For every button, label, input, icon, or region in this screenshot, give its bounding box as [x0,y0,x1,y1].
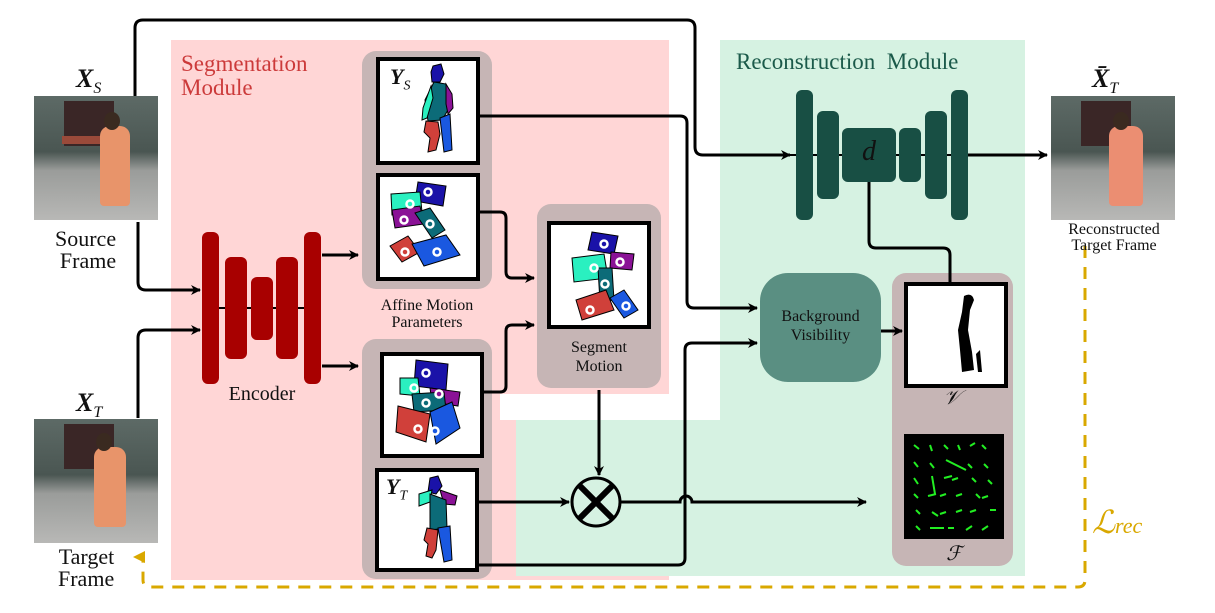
visibility-mask-silhouette [958,294,982,372]
target-affine-to-motion-arrow [484,320,535,394]
reconstructed-frame-image [1051,96,1175,220]
target-caption-line1: Target [58,544,115,569]
source-mask-label-sub: S [403,78,411,94]
target-affine-grids [395,359,461,445]
segmentation-title-line2: Module [181,75,253,100]
output-caption-line2: Target Frame [1071,237,1157,254]
decoder-block [790,90,968,220]
background-label-line1: Background [781,308,860,325]
source-caption-line2: Frame [59,248,117,273]
source-to-encoder-arrow [136,222,201,295]
decoder-layer-6 [951,90,968,220]
flow-symbol: ℱ [946,543,962,565]
target-segmentation-mask [418,475,458,563]
loss-symbol: ℒ [1092,504,1116,540]
background-visibility-block [760,273,881,382]
encoder-layer-1 [202,232,219,384]
segmentation-title: Segmentation Module [181,52,307,100]
segmentation-title-line1: Segmentation [181,51,308,76]
background-visibility-label: Background Visibility [760,307,881,345]
source-to-decoder-arrow [133,18,791,160]
decoder-layer-2 [817,111,839,199]
bottleneck-to-visibility-line [867,182,952,282]
affine-label-line1: Affine Motion [380,297,474,314]
encoder-layer-5 [304,232,321,384]
visibility-box [904,282,1008,388]
source-symbol: XS [76,66,101,97]
source-frame-image [34,96,158,220]
loss-label: ℒrec [1092,506,1142,538]
output-symbol: X̄T [1092,66,1118,97]
decoder-layer-5 [925,111,947,199]
output-symbol-sub: T [1109,80,1119,98]
loss-dashed-arrow [133,246,1087,589]
visibility-symbol: 𝒱 [943,387,961,409]
source-caption: Source Frame [55,228,116,272]
target-frame-image [34,419,158,543]
optical-flow-arrows [913,442,996,531]
affine-motion-label: Affine Motion Parameters [352,297,502,331]
target-mask-label-sub: T [399,488,408,504]
gap-white-3 [500,394,669,420]
source-affine-grids [389,181,461,267]
output-caption-line1: Reconstructed [1068,221,1160,238]
segment-motion-line2: Motion [575,358,623,375]
target-caption: Target Frame [58,546,114,590]
source-mask-to-background-arrow [480,114,758,313]
decoder-layer-4 [899,128,921,182]
encoder-block [202,232,321,384]
target-symbol: XT [76,390,102,421]
segment-motion-line1: Segment [571,339,627,356]
encoder-layer-4 [276,257,298,359]
source-caption-line1: Source [55,226,117,251]
target-symbol-main: X [76,388,94,417]
target-mask-label: YT [386,476,407,503]
decoder-bottleneck [842,128,896,182]
decoder-layer-1 [796,90,813,220]
multiply-to-flow-arrow [621,494,867,507]
encoder-layer-2 [225,257,247,359]
target-to-encoder-arrow [136,325,201,418]
source-segmentation-mask [421,63,454,153]
target-symbol-sub: T [93,404,103,422]
segment-motion-grids [571,231,639,321]
source-symbol-main: X [76,64,94,93]
output-symbol-main: X̄ [1092,64,1110,93]
output-caption: Reconstructed Target Frame [1048,222,1180,254]
reconstruction-title: Reconstruction Module [736,49,959,74]
flow-box [904,434,1004,539]
gap-white-2 [669,394,720,420]
encoder-label: Encoder [228,383,296,405]
bottleneck-label: d [862,136,876,167]
target-mask-to-background-arrow [479,338,758,567]
multiply-node-icon [570,476,622,528]
target-caption-line2: Frame [58,566,115,591]
encoder-layer-3 [251,277,273,340]
source-mask-label-main: Y [390,64,404,89]
background-label-line2: Visibility [790,327,851,344]
affine-label-line2: Parameters [391,314,463,331]
target-mask-label-main: Y [386,474,400,499]
segment-motion-label: Segment Motion [537,338,661,376]
loss-subscript: rec [1115,513,1143,538]
source-mask-label: YS [390,66,410,93]
source-symbol-sub: S [93,80,102,98]
source-affine-to-motion-arrow [480,210,535,283]
